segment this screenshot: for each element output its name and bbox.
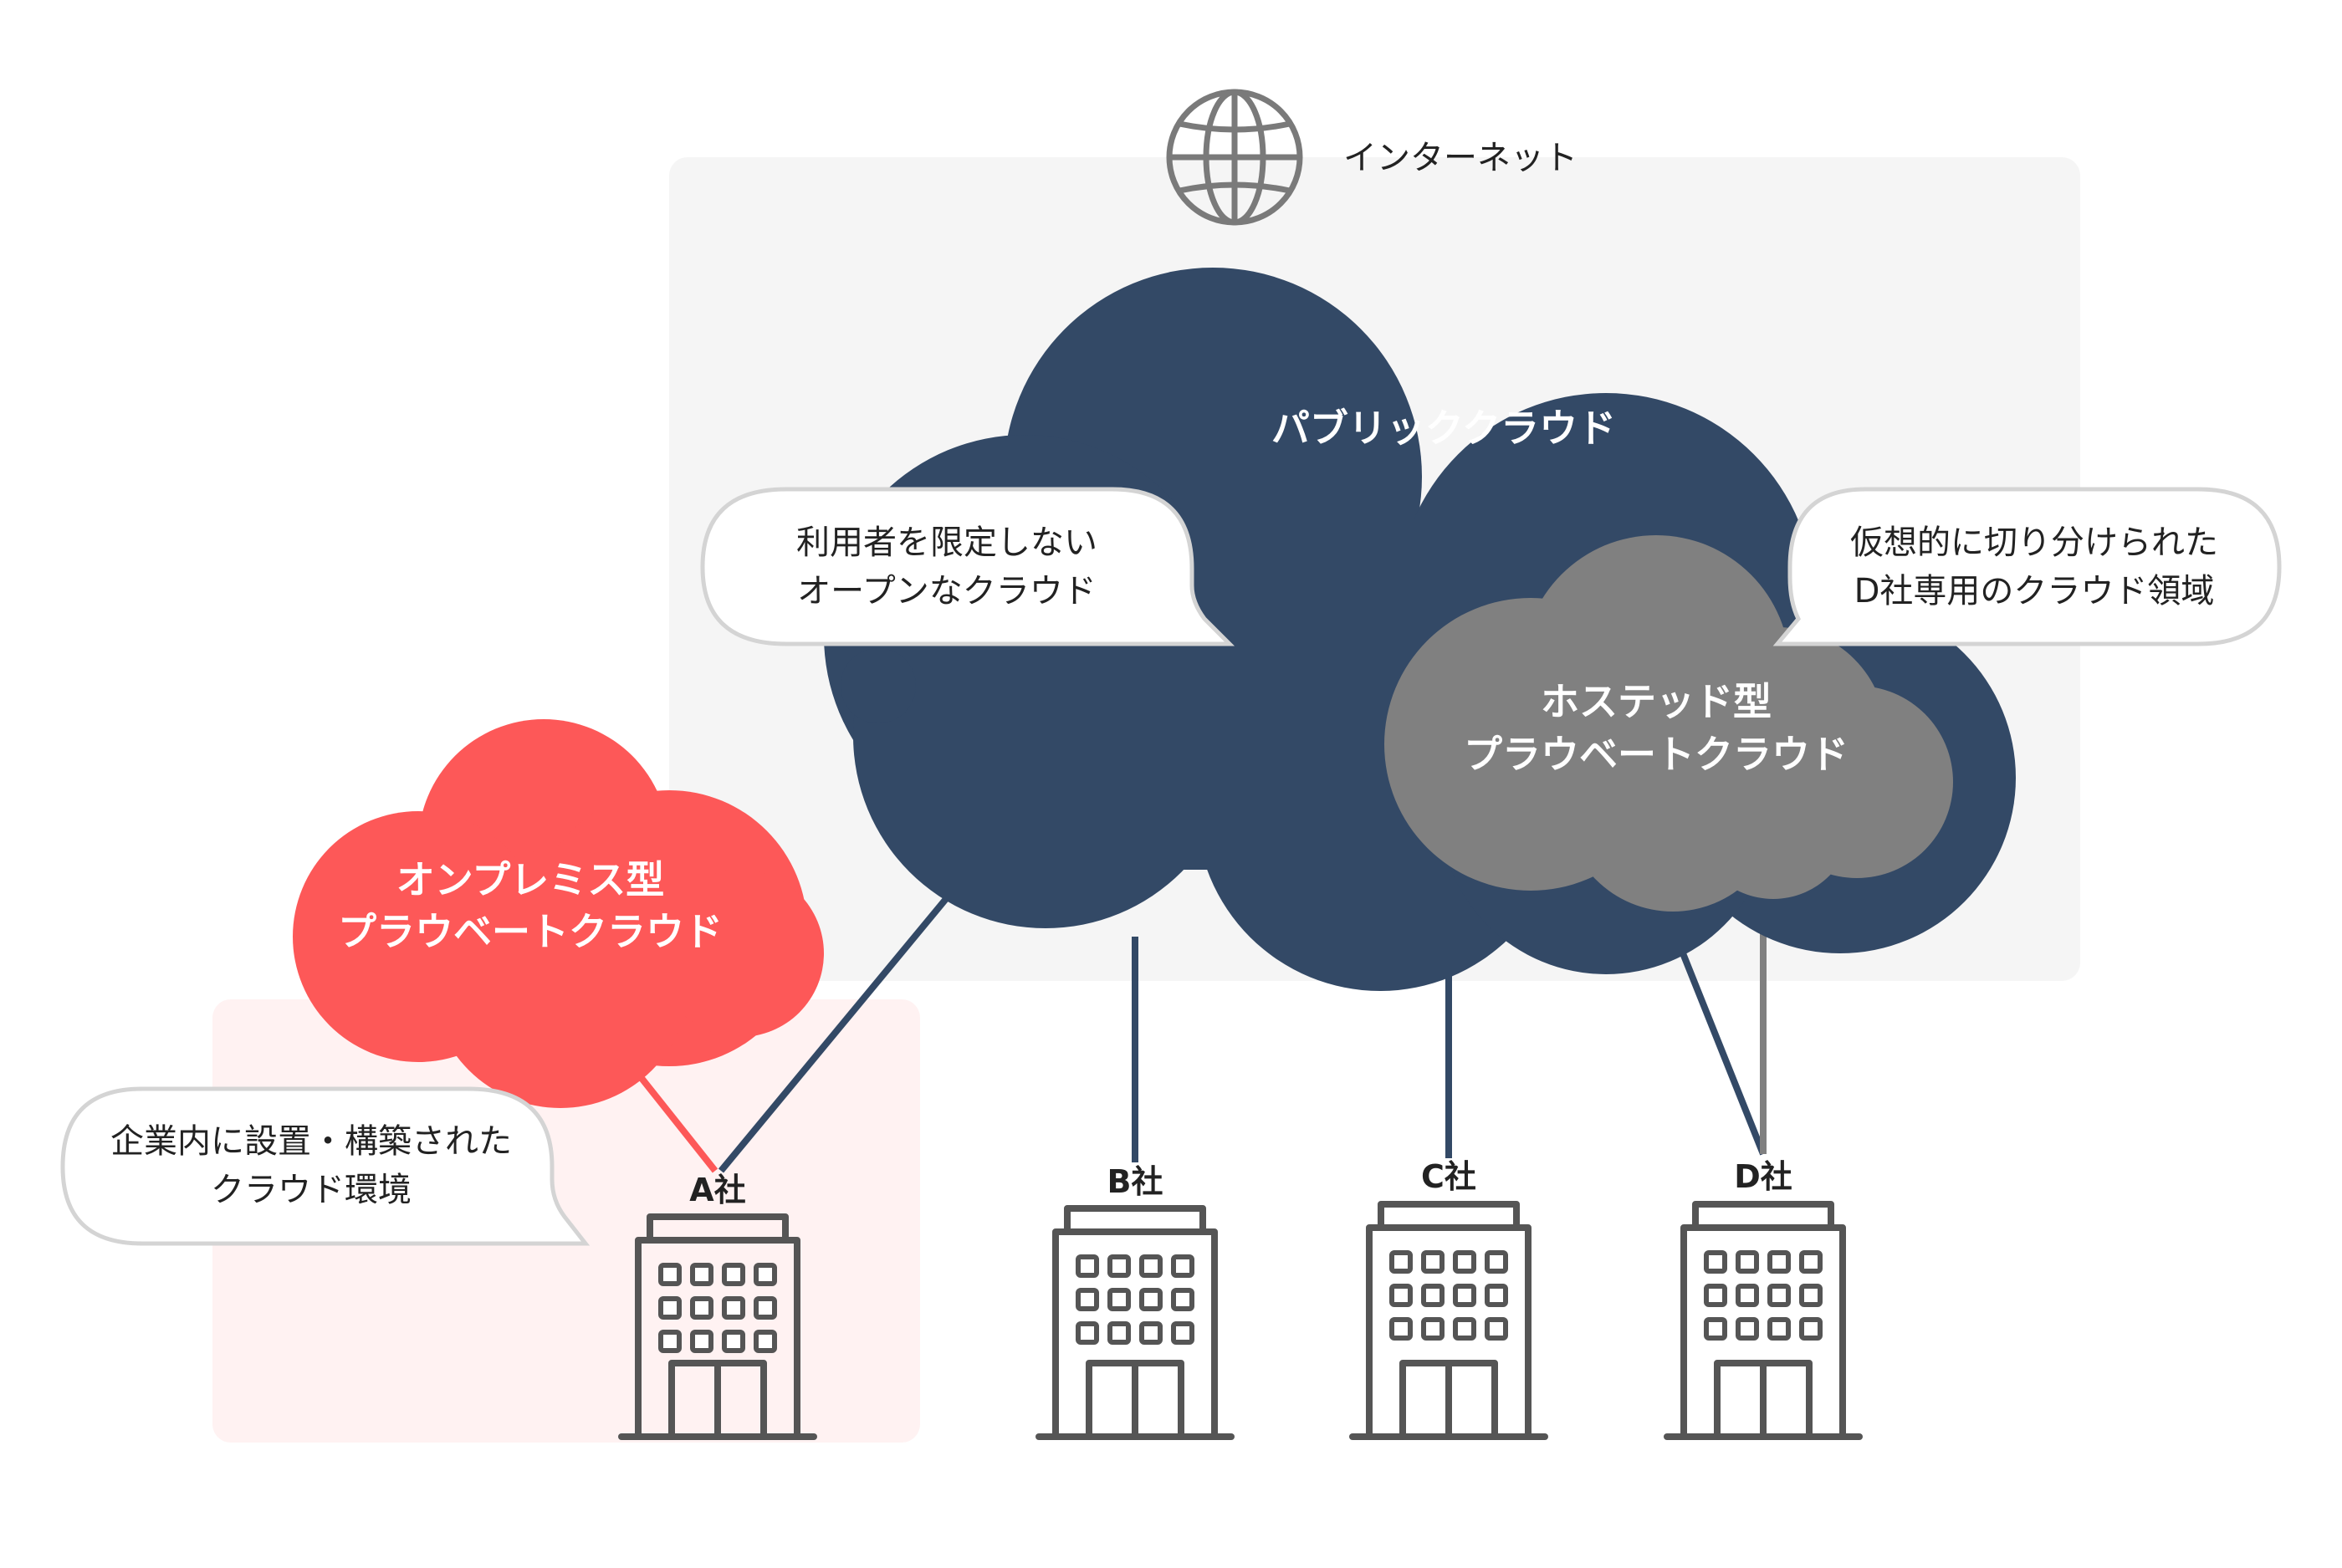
callout-hosted	[1772, 487, 2282, 646]
link-a-public	[718, 892, 953, 1173]
company-label-d: D社	[1734, 1158, 1792, 1195]
globe-icon	[1166, 89, 1303, 226]
company-label-a: A社	[689, 1172, 745, 1208]
callout-onprem-line-1: 企業内に設置・構築された	[110, 1122, 512, 1161]
building-c-icon	[1349, 1201, 1548, 1440]
public-cloud-label: パブリッククラウド	[1271, 406, 1616, 451]
callout-onprem-line-2: クラウド環境	[211, 1171, 412, 1209]
callout-public-line-2: オープンなクラウド	[797, 572, 1097, 610]
onprem-cloud-label-2: プラウベートクラウド	[338, 909, 723, 954]
hosted-cloud	[1384, 535, 1953, 912]
building-a-icon	[618, 1213, 817, 1440]
callout-hosted-line-2: D社専用のクラウド領域	[1854, 572, 2215, 610]
company-label-b: B社	[1107, 1163, 1163, 1200]
internet-label: インターネット	[1343, 139, 1578, 177]
onprem-cloud	[293, 719, 824, 1108]
callout-hosted-line-1: 仮想的に切り分けられた	[1850, 524, 2218, 562]
onprem-cloud-label-1: オンプレミス型	[396, 857, 665, 902]
hosted-cloud-label-2: プラウベートクラウド	[1464, 732, 1849, 777]
company-label-c: C社	[1421, 1158, 1476, 1195]
link-d-public	[1676, 943, 1767, 1156]
building-d-icon	[1664, 1201, 1863, 1440]
callout-onprem	[60, 1086, 591, 1246]
hosted-cloud-label-1: ホステッド型	[1541, 679, 1772, 724]
building-b-icon	[1035, 1205, 1235, 1440]
callout-public-line-1: 利用者を限定しない	[796, 524, 1097, 562]
callout-public	[700, 487, 1235, 646]
